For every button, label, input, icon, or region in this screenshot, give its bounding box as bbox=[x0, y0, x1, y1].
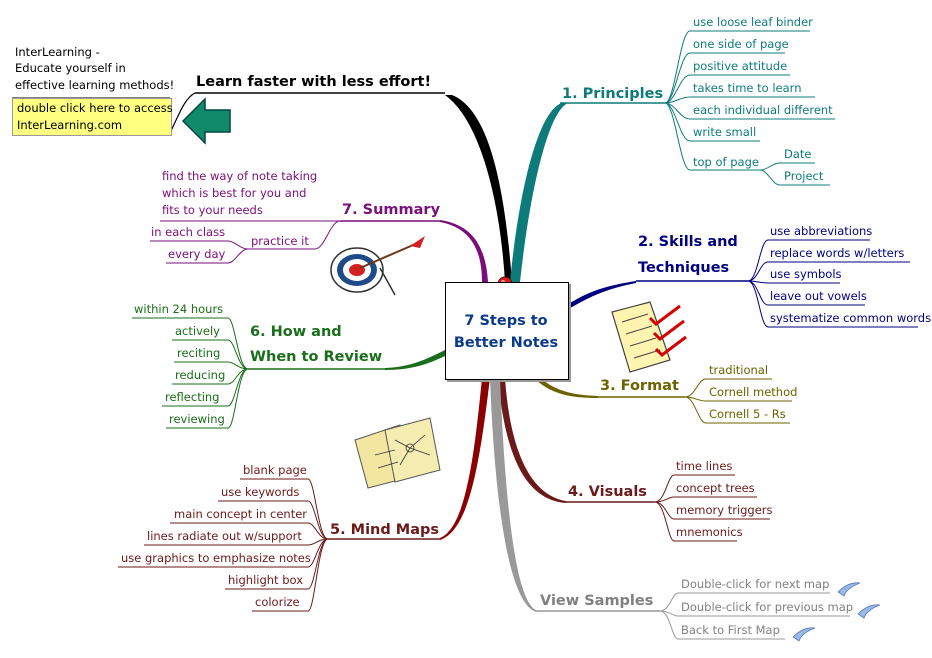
trunk-promo bbox=[445, 95, 512, 282]
skills-item[interactable]: replace words w/letters bbox=[770, 246, 905, 260]
promo-info-line2: Educate yourself in bbox=[15, 61, 126, 75]
first-map-icon[interactable] bbox=[792, 627, 816, 642]
review-item[interactable]: actively bbox=[175, 324, 220, 338]
trunk-principles bbox=[510, 103, 568, 282]
summary-title[interactable]: 7. Summary bbox=[342, 202, 441, 218]
promo-link-line2[interactable]: InterLearning.com bbox=[17, 118, 123, 132]
review-item[interactable]: within 24 hours bbox=[134, 302, 224, 316]
review-item[interactable]: reflecting bbox=[165, 390, 220, 404]
samples-title[interactable]: View Samples bbox=[540, 593, 654, 609]
central-topic-box[interactable] bbox=[445, 282, 569, 380]
review-item[interactable]: reducing bbox=[175, 368, 226, 382]
trunk-mindmaps bbox=[440, 378, 490, 540]
summary-practice-item[interactable]: in each class bbox=[151, 225, 226, 239]
principles-item[interactable]: one side of page bbox=[693, 37, 789, 51]
format-item[interactable]: Cornell method bbox=[709, 385, 798, 399]
summary-practice-item[interactable]: every day bbox=[168, 247, 226, 261]
target-icon bbox=[330, 236, 425, 296]
top-of-page-item[interactable]: Project bbox=[784, 169, 824, 183]
trunk-review bbox=[385, 350, 445, 370]
trunk-samples bbox=[490, 378, 537, 612]
mindmaps-item[interactable]: use keywords bbox=[221, 485, 300, 499]
mindmaps-item[interactable]: blank page bbox=[243, 463, 307, 477]
principles-item[interactable]: takes time to learn bbox=[693, 81, 802, 95]
mind-map-papers-icon bbox=[354, 417, 441, 489]
samples-item[interactable]: Back to First Map bbox=[681, 623, 780, 637]
skills-title-line2[interactable]: Techniques bbox=[638, 260, 730, 276]
trunk-skills bbox=[567, 281, 636, 310]
summary-practice[interactable]: practice it bbox=[251, 234, 309, 248]
promo-link-note[interactable] bbox=[12, 98, 172, 136]
principles-item[interactable]: top of page bbox=[693, 155, 759, 169]
principles-item[interactable]: positive attitude bbox=[693, 59, 788, 73]
samples-item[interactable]: Double-click for next map bbox=[681, 577, 830, 591]
review-item[interactable]: reciting bbox=[177, 346, 221, 360]
skills-item[interactable]: leave out vowels bbox=[770, 289, 867, 303]
review-item[interactable]: reviewing bbox=[169, 412, 225, 426]
summary-note-line3[interactable]: fits to your needs bbox=[162, 203, 263, 217]
mindmaps-item[interactable]: main concept in center bbox=[174, 507, 308, 521]
trunk-format bbox=[536, 378, 598, 398]
principles-item[interactable]: write small bbox=[693, 125, 757, 139]
checklist-icon bbox=[611, 301, 687, 373]
mindmaps-title[interactable]: 5. Mind Maps bbox=[330, 522, 440, 538]
summary-note-line2[interactable]: which is best for you and bbox=[162, 186, 307, 200]
arrow-left-icon[interactable] bbox=[181, 97, 231, 145]
visuals-item[interactable]: memory triggers bbox=[676, 503, 773, 517]
trunk-visuals bbox=[498, 378, 566, 503]
visuals-item[interactable]: concept trees bbox=[676, 481, 755, 495]
skills-item[interactable]: use abbreviations bbox=[770, 224, 873, 238]
visuals-item[interactable]: time lines bbox=[676, 459, 733, 473]
promo-headline: Learn faster with less effort! bbox=[196, 74, 432, 90]
previous-map-icon[interactable] bbox=[857, 604, 881, 619]
promo-info-line1: InterLearning - bbox=[15, 45, 100, 59]
mindmaps-item[interactable]: highlight box bbox=[228, 573, 304, 587]
next-map-icon[interactable] bbox=[837, 582, 861, 597]
review-title-line2[interactable]: When to Review bbox=[250, 349, 383, 365]
skills-item[interactable]: use symbols bbox=[770, 267, 842, 281]
review-title-line1[interactable]: 6. How and bbox=[250, 324, 342, 340]
format-item[interactable]: traditional bbox=[709, 363, 769, 377]
promo-info-line3: effective learning methods! bbox=[15, 78, 175, 92]
mindmaps-item[interactable]: colorize bbox=[255, 595, 300, 609]
visuals-title[interactable]: 4. Visuals bbox=[568, 484, 647, 500]
visuals-item[interactable]: mnemonics bbox=[676, 525, 743, 539]
skills-item[interactable]: systematize common words bbox=[770, 311, 932, 325]
summary-note-line1[interactable]: find the way of note taking bbox=[162, 169, 318, 183]
principles-item[interactable]: use loose leaf binder bbox=[693, 15, 813, 29]
promo-link-line1[interactable]: double click here to access bbox=[17, 101, 173, 115]
skills-title-line1[interactable]: 2. Skills and bbox=[638, 234, 738, 250]
principles-item[interactable]: each individual different bbox=[693, 103, 833, 117]
mindmaps-item[interactable]: lines radiate out w/support bbox=[147, 529, 302, 543]
format-title[interactable]: 3. Format bbox=[600, 378, 679, 394]
format-item[interactable]: Cornell 5 - Rs bbox=[709, 407, 786, 421]
top-of-page-item[interactable]: Date bbox=[784, 147, 812, 161]
mindmaps-item[interactable]: use graphics to emphasize notes bbox=[121, 551, 311, 565]
samples-item[interactable]: Double-click for previous map bbox=[681, 600, 854, 614]
principles-title[interactable]: 1. Principles bbox=[562, 86, 664, 102]
central-topic-title: 7 Steps to Better Notes bbox=[453, 313, 559, 351]
trunk-summary bbox=[440, 220, 488, 282]
